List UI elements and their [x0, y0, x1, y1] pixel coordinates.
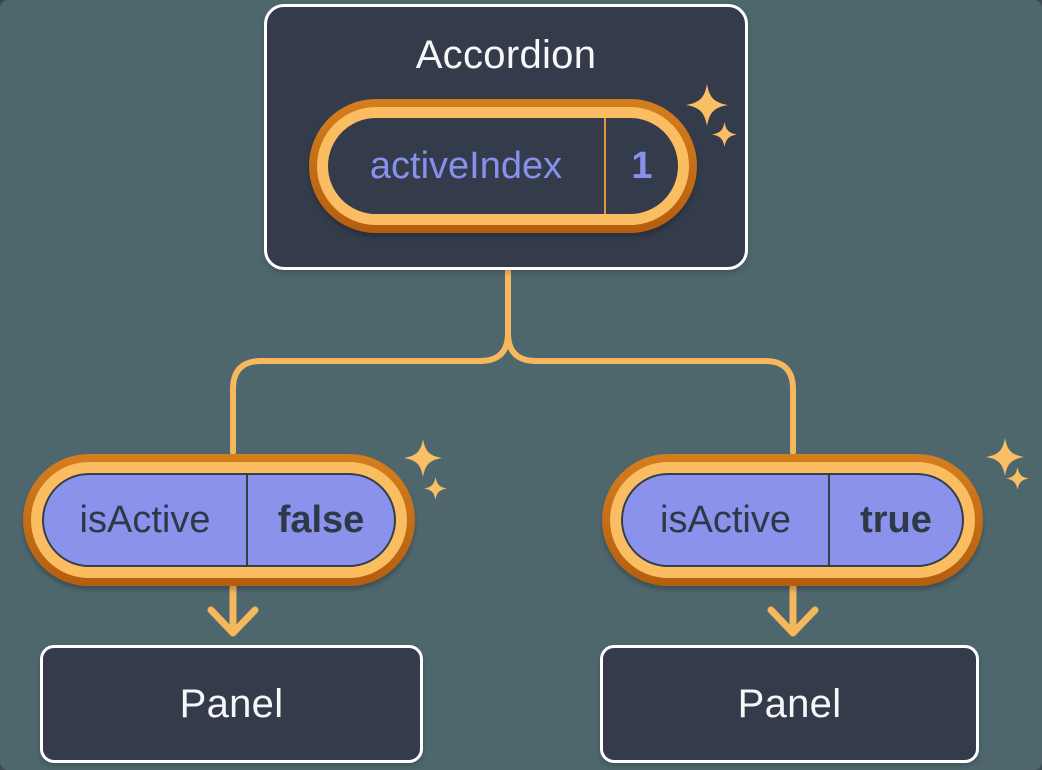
prop-pill-ring: isActive true — [610, 462, 975, 578]
arrow-right-head-icon — [767, 606, 819, 637]
state-pill-activeindex: activeIndex 1 — [309, 99, 697, 233]
prop-pill-divider — [828, 475, 830, 565]
prop-pill-ring: isActive false — [31, 462, 407, 578]
prop-pill-core: isActive true — [621, 473, 964, 567]
state-pill-core: activeIndex 1 — [328, 118, 678, 214]
prop-pill-isactive-false: isActive false — [23, 454, 415, 586]
state-pill-value: 1 — [631, 144, 653, 187]
prop-pill-core: isActive false — [42, 473, 396, 567]
prop-pill-value: true — [860, 498, 932, 541]
sparkle-icon — [712, 122, 737, 147]
prop-pill-divider — [246, 475, 248, 565]
sparkle-icon — [1006, 467, 1029, 490]
prop-pill-label: isActive — [660, 498, 791, 541]
panel-box-right: Panel — [600, 645, 979, 763]
accordion-title: Accordion — [415, 33, 597, 77]
connector-branch-left — [230, 330, 511, 455]
prop-pill-value: false — [277, 498, 365, 541]
state-pill-label: activeIndex — [369, 144, 563, 187]
sparkle-icon — [404, 439, 442, 477]
prop-pill-label: isActive — [79, 498, 211, 541]
prop-pill-isactive-true: isActive true — [602, 454, 983, 586]
panel-title: Panel — [179, 681, 284, 726]
sparkle-icon — [686, 84, 728, 126]
arrow-left-head-icon — [207, 606, 259, 637]
state-pill-divider — [604, 118, 606, 214]
state-pill-ring: activeIndex 1 — [317, 107, 689, 225]
connector-branch-right — [505, 330, 796, 455]
sparkle-icon — [424, 477, 447, 500]
panel-box-left: Panel — [40, 645, 423, 763]
sparkle-icon — [986, 438, 1024, 476]
panel-title: Panel — [737, 681, 842, 726]
